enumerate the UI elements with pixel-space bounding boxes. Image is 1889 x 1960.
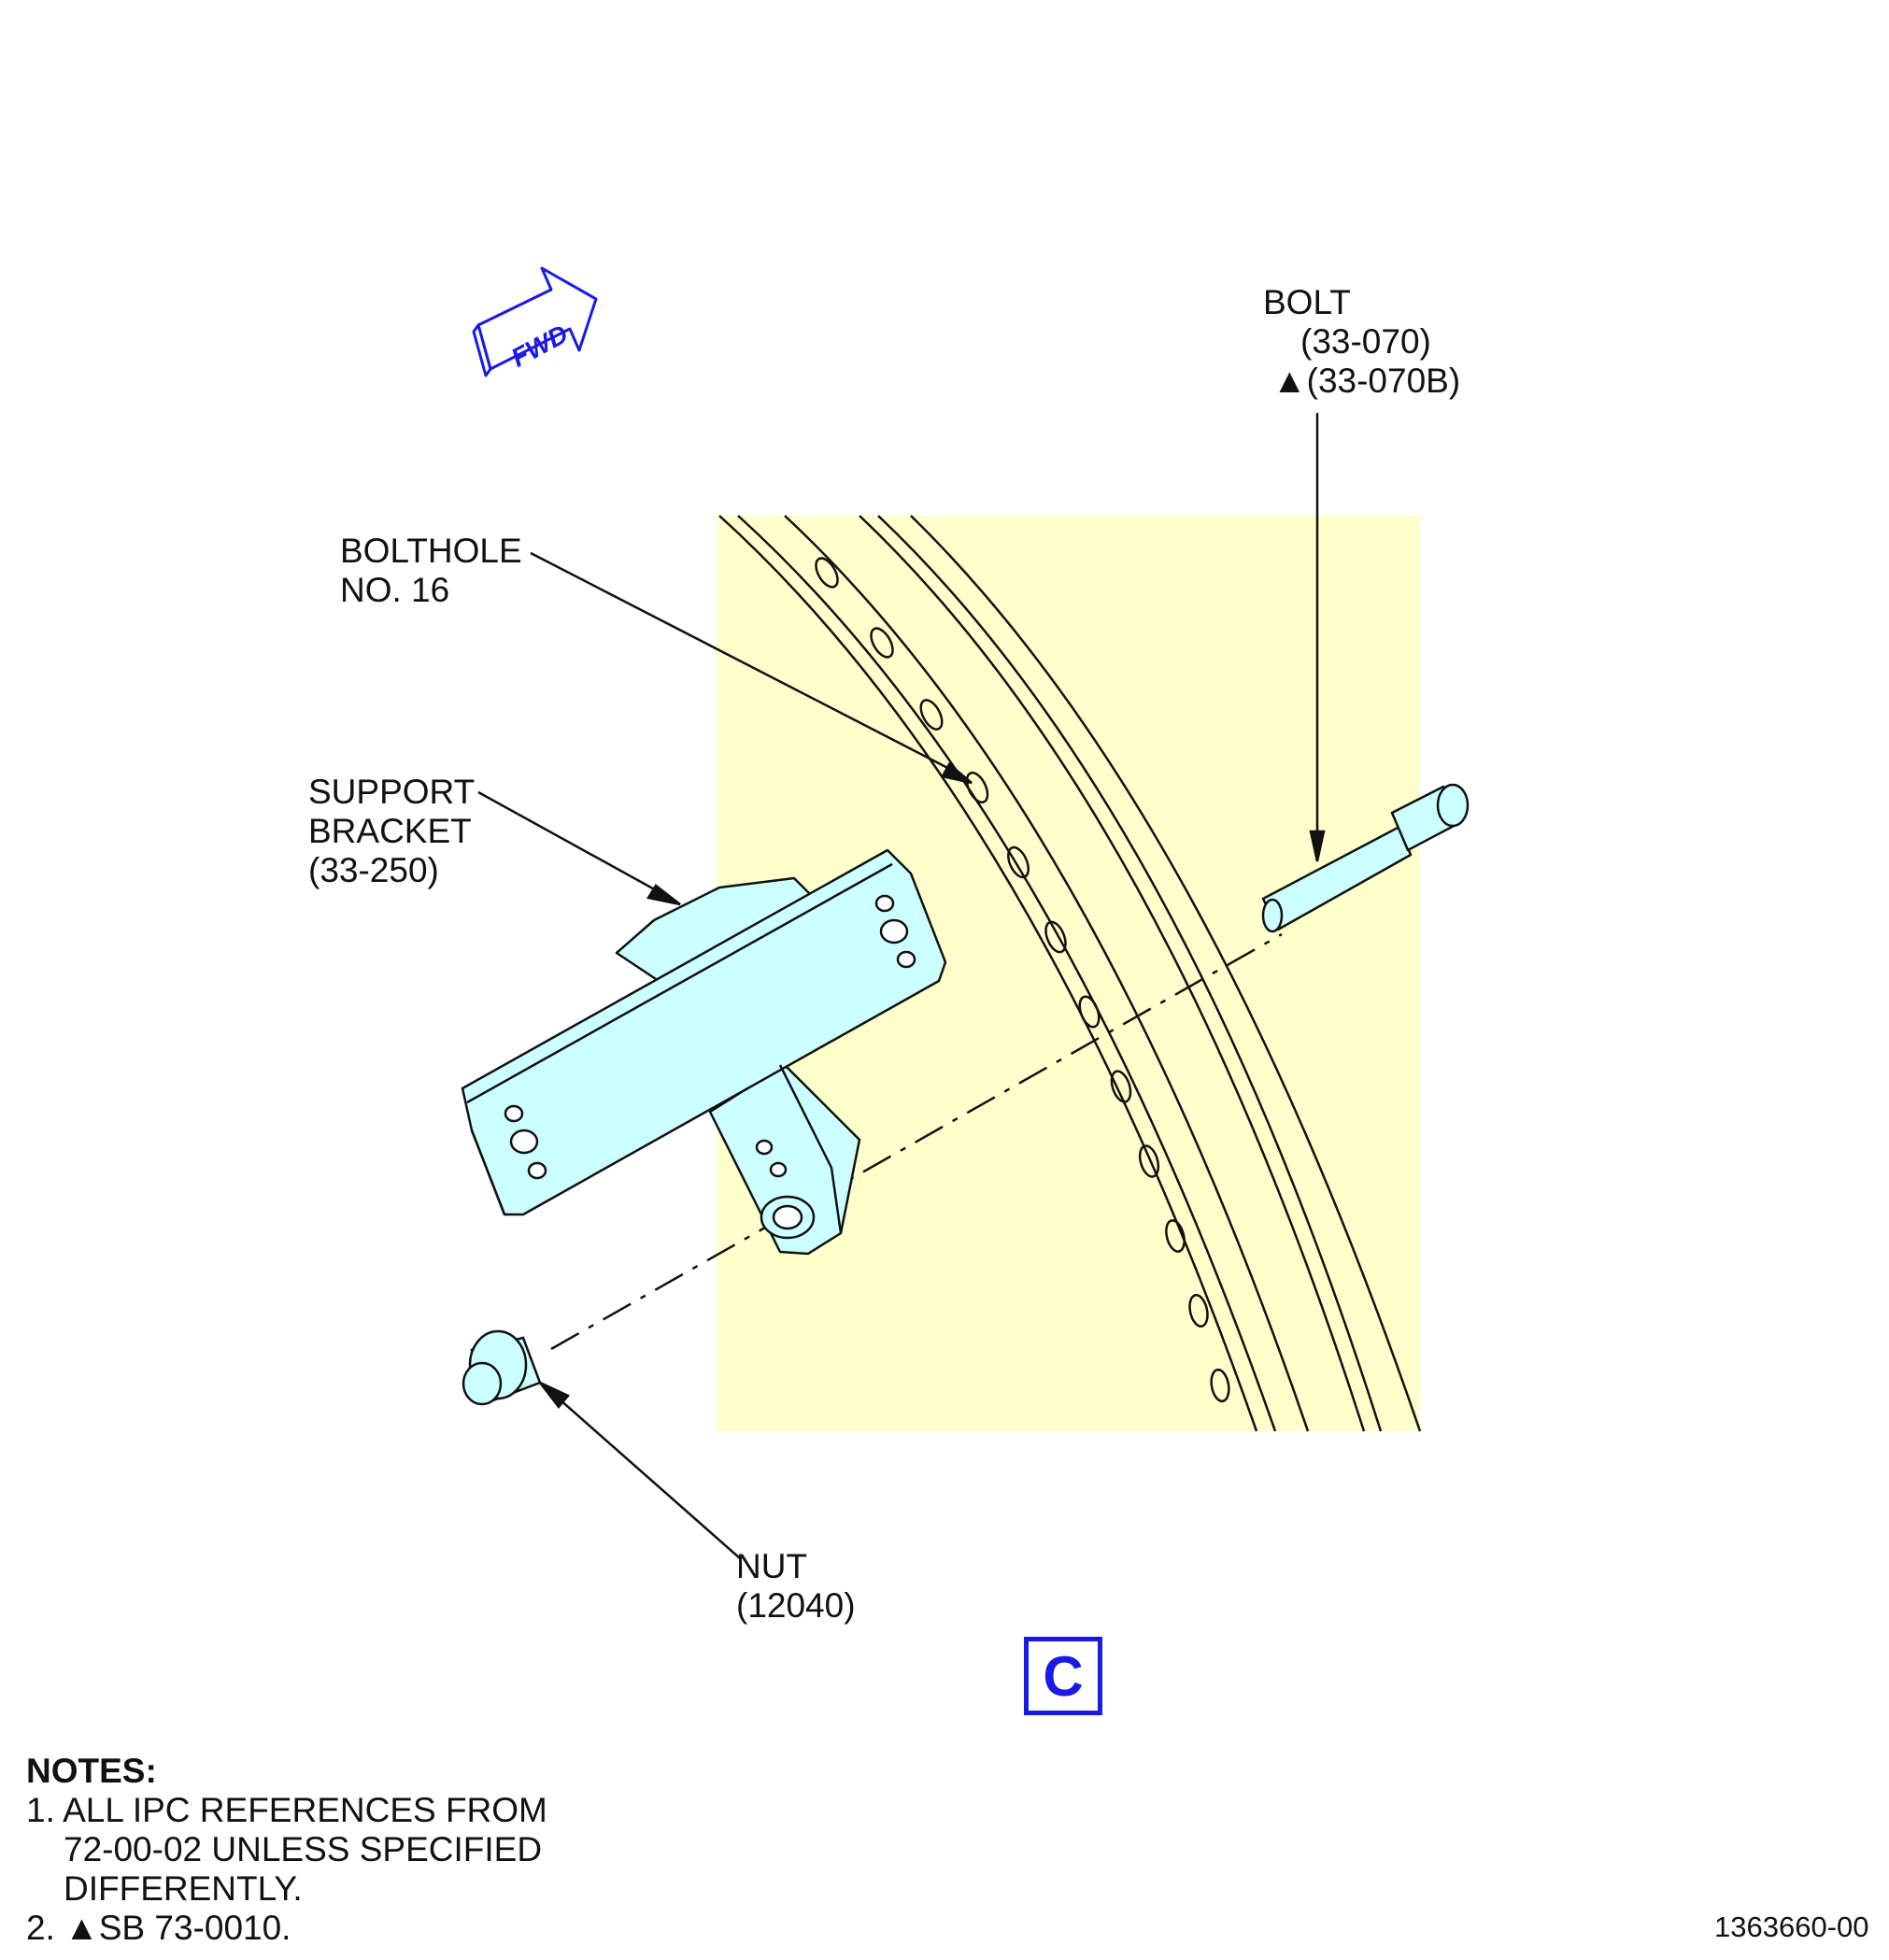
bolt-label: BOLT	[1263, 283, 1351, 321]
support-bracket-label-2: BRACKET	[308, 812, 472, 850]
support-bracket-label-3: (33-250)	[308, 851, 439, 889]
nut-ref: (12040)	[736, 1586, 856, 1625]
bolthole-label-1: BOLTHOLE	[340, 532, 522, 570]
support-bracket	[461, 848, 947, 1256]
support-bracket-label-1: SUPPORT	[308, 773, 476, 811]
note-1-line-1: 1. ALL IPC REFERENCES FROM	[26, 1791, 547, 1829]
ring-flange	[718, 515, 1422, 1432]
bolt-ref-1: (33-070)	[1300, 322, 1431, 361]
flange-bolt-holes	[815, 557, 1230, 1403]
notes-block: NOTES: 1. ALL IPC REFERENCES FROM 72-00-…	[26, 1752, 547, 1948]
nut-label: NUT	[736, 1547, 808, 1585]
bolt-ref-2: ▲(33-070B)	[1272, 362, 1461, 400]
nut	[462, 1329, 542, 1406]
notes-title: NOTES:	[26, 1752, 157, 1790]
note-1-line-3: DIFFERENTLY.	[64, 1869, 303, 1908]
axis-line	[550, 932, 1283, 1351]
view-letter-box: C	[1024, 1637, 1102, 1715]
document-number: 1363660-00	[1714, 1910, 1869, 1943]
note-2: 2. ▲SB 73-0010.	[26, 1909, 291, 1947]
bolt	[1261, 783, 1470, 933]
bolthole-label-2: NO. 16	[340, 571, 450, 609]
fwd-arrow-icon	[472, 266, 598, 377]
leader-lines	[477, 413, 1326, 1559]
note-1-line-2: 72-00-02 UNLESS SPECIFIED	[64, 1830, 543, 1868]
